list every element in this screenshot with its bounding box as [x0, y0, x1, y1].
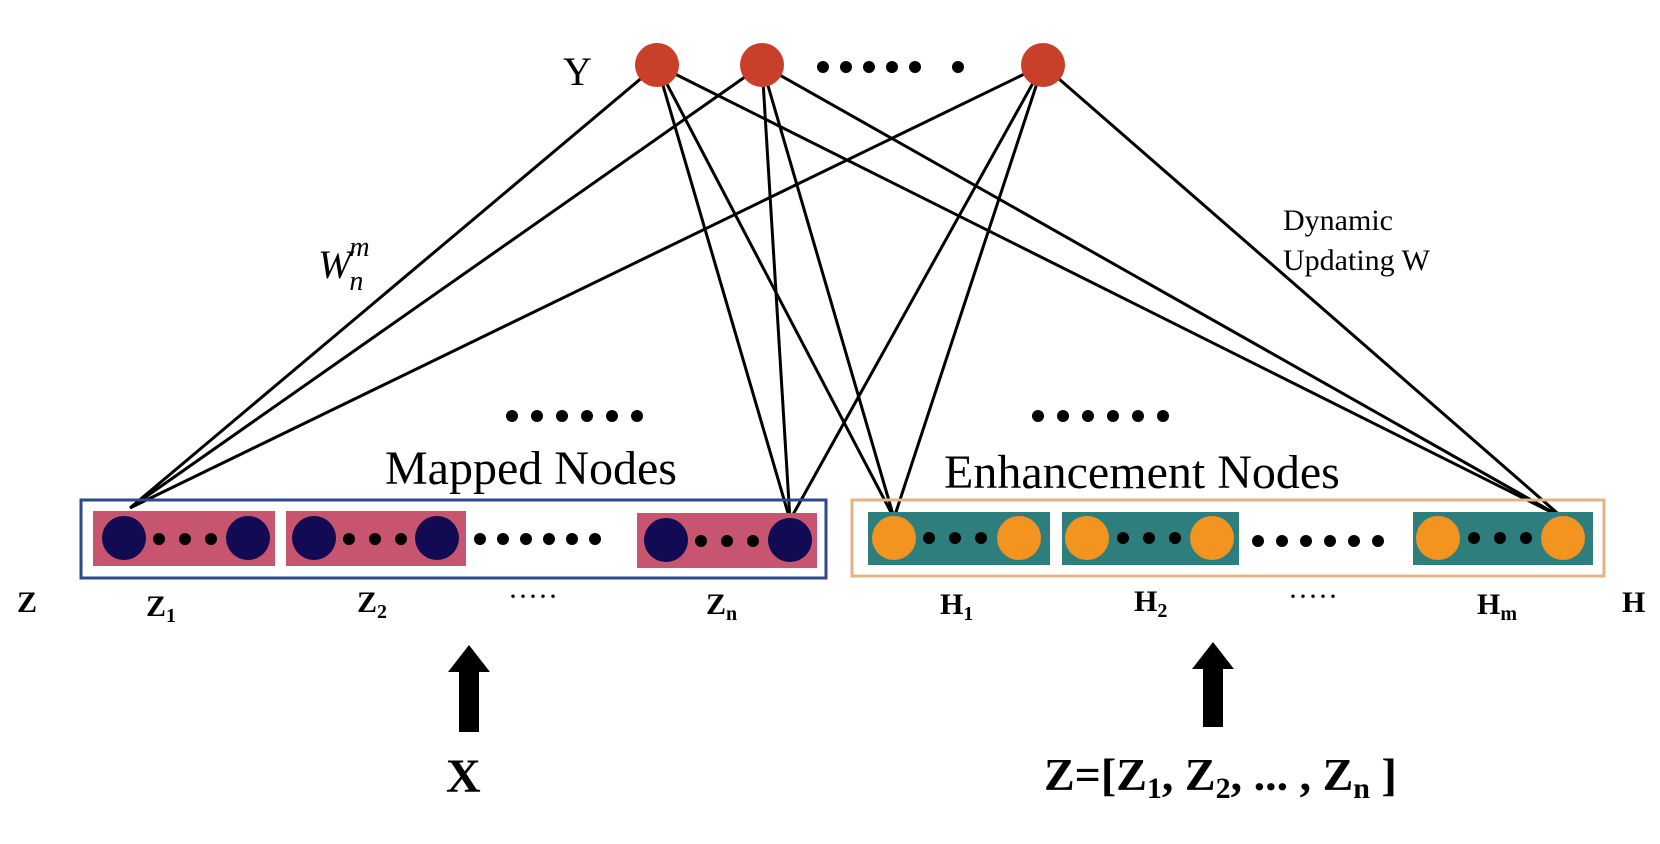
- h-ellipsis-label: ·····: [1288, 580, 1338, 613]
- input-arrow-x: [448, 645, 490, 732]
- zn-label: Zn: [706, 588, 737, 625]
- enhancement-node: [1541, 516, 1585, 560]
- connection-edge: [1042, 63, 1564, 520]
- mapped-inner-dots: [153, 533, 759, 547]
- output-node: [740, 43, 784, 87]
- connection-edges: [129, 63, 1564, 521]
- mapped-nodes-title: Mapped Nodes: [385, 442, 677, 495]
- z-ellipsis-label: ·····: [508, 580, 558, 613]
- enhancement-node: [872, 516, 916, 560]
- enhancement-node: [997, 516, 1041, 560]
- connection-edge: [655, 64, 792, 521]
- enhancement-nodes-title: Enhancement Nodes: [944, 446, 1340, 499]
- input-x-label: X: [446, 750, 481, 803]
- connection-edge: [788, 64, 1045, 521]
- output-node: [635, 43, 679, 87]
- connection-edge: [129, 63, 658, 510]
- input-arrow-z: [1192, 642, 1234, 727]
- mapped-node: [102, 516, 146, 560]
- h1-label: H1: [940, 588, 973, 625]
- output-label-y: Y: [563, 49, 592, 94]
- output-ellipsis-dots: [817, 61, 964, 73]
- enhancement-inner-dots: [923, 532, 1532, 544]
- z1-label: Z1: [146, 590, 176, 627]
- enhancement-node: [1065, 516, 1109, 560]
- connection-edge: [892, 64, 1045, 519]
- enhancement-ellipsis-dots-upper: [1032, 410, 1169, 422]
- hm-label: Hm: [1477, 588, 1517, 625]
- mapped-node: [292, 516, 336, 560]
- connection-edge: [760, 64, 896, 519]
- z2-label: Z2: [357, 586, 387, 623]
- output-node: [1021, 43, 1065, 87]
- h-side-label: H: [1622, 586, 1645, 619]
- enhancement-between-dots: [1252, 535, 1384, 547]
- enhancement-nodes-container: [850, 498, 1606, 578]
- connection-edge: [129, 63, 763, 510]
- dynamic-label-line2: Updating W: [1283, 244, 1431, 277]
- z-side-label: Z: [17, 586, 37, 619]
- mapped-node: [768, 518, 812, 562]
- connection-edge: [129, 63, 1044, 510]
- mapped-node: [226, 516, 270, 560]
- enhancement-node: [1190, 516, 1234, 560]
- mapped-node: [644, 518, 688, 562]
- enhancement-node: [1416, 516, 1460, 560]
- mapped-node: [415, 516, 459, 560]
- dynamic-label-line1: Dynamic: [1283, 204, 1393, 237]
- connection-edge: [761, 63, 1564, 520]
- mapped-between-dots: [474, 533, 601, 545]
- connection-edge: [760, 64, 792, 521]
- input-z-equation: Z=[Z1, Z2, ... , Zn ]: [1044, 749, 1397, 805]
- connection-edge: [656, 63, 1564, 520]
- weight-label: Wnm: [318, 232, 370, 297]
- mapped-ellipsis-dots-upper: [506, 410, 643, 422]
- mapped-nodes-container: [79, 498, 828, 580]
- h2-label: H2: [1134, 585, 1167, 622]
